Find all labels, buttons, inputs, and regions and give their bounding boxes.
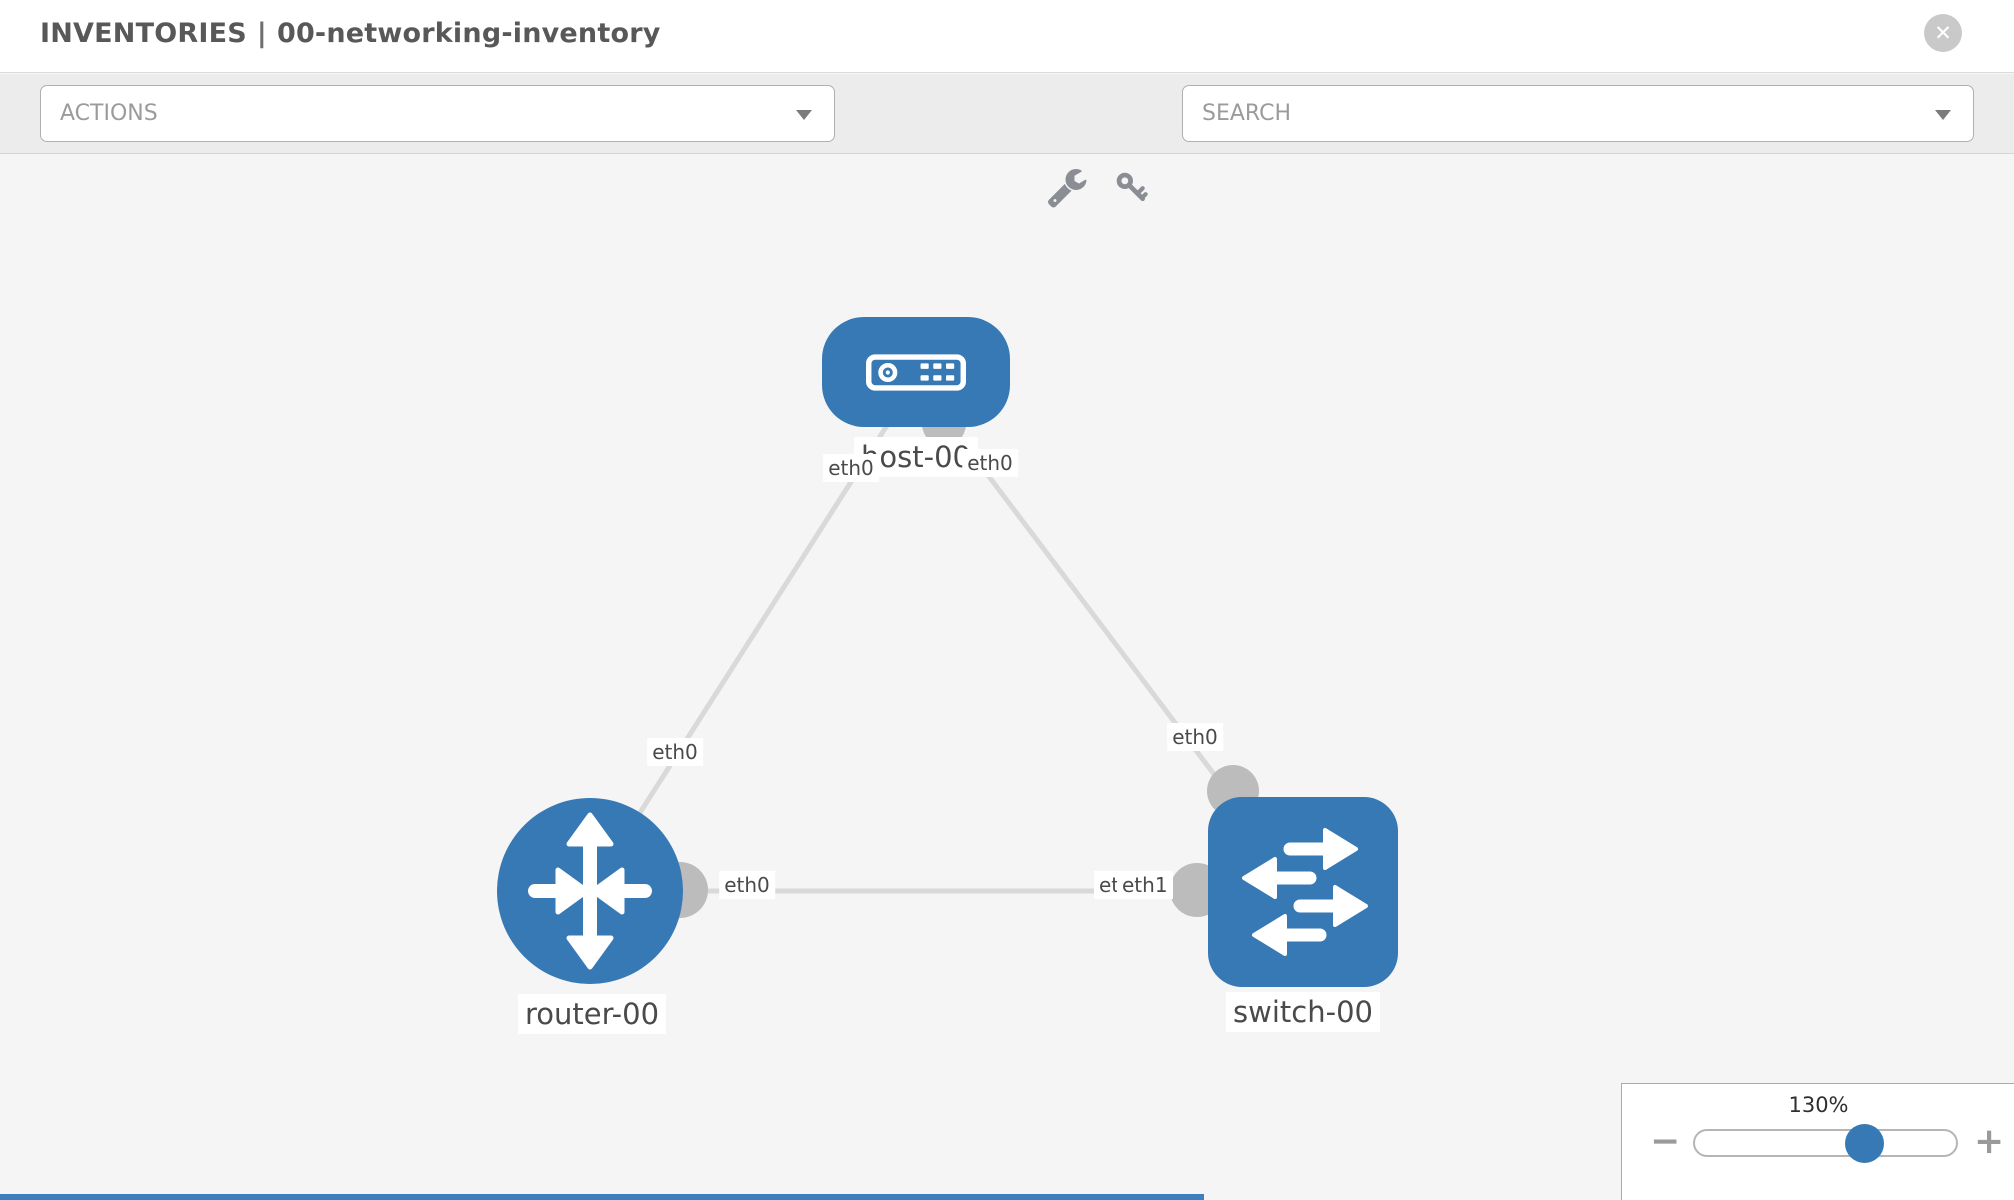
server-icon: [866, 353, 966, 391]
zoom-level-value: 130%: [1788, 1093, 1849, 1117]
wrench-icon[interactable]: [1046, 166, 1088, 208]
search-dropdown-label: SEARCH: [1202, 101, 1292, 126]
zoom-in-button[interactable]: +: [1974, 1121, 2005, 1162]
zoom-control-panel: 130% − +: [1621, 1083, 2014, 1200]
chevron-down-icon: [1935, 110, 1951, 120]
zoom-slider-track[interactable]: [1693, 1129, 1958, 1157]
topology-links-layer: [587, 378, 1305, 918]
bottom-edge-accent-bar: [0, 1194, 1204, 1200]
node-label-router: router-00: [517, 994, 667, 1034]
key-icon[interactable]: [1112, 168, 1154, 210]
page-title: INVENTORIES | 00-networking-inventory: [40, 18, 661, 49]
inventory-name: 00-networking-inventory: [276, 18, 661, 49]
header-bar: INVENTORIES | 00-networking-inventory ✕: [0, 0, 2014, 73]
switch-arrows-icon: [1242, 828, 1368, 956]
interface-label-host-right: eth0: [962, 449, 1018, 477]
interface-label-switch-to-host: eth0: [1167, 723, 1223, 751]
node-host-00[interactable]: [822, 317, 1010, 427]
search-dropdown[interactable]: SEARCH: [1182, 85, 1974, 142]
interface-label-switch-to-router: eth1: [1117, 871, 1173, 899]
page-title-separator: |: [256, 18, 267, 49]
interface-label-router-to-switch: eth0: [719, 871, 775, 899]
actions-dropdown[interactable]: ACTIONS: [40, 85, 835, 142]
toolbar: ACTIONS SEARCH: [0, 74, 2014, 208]
interface-label-host-left: eth0: [823, 454, 879, 482]
topology-canvas[interactable]: host-00 router-00 switch-00 eth0 eth0 et…: [0, 155, 2014, 1200]
actions-dropdown-label: ACTIONS: [60, 101, 158, 126]
page-title-section: INVENTORIES: [40, 18, 247, 49]
zoom-slider-thumb[interactable]: [1845, 1124, 1884, 1163]
chevron-down-icon: [796, 110, 812, 120]
router-arrows-icon: [528, 812, 652, 970]
close-icon[interactable]: ✕: [1924, 14, 1962, 52]
node-router-00[interactable]: [497, 798, 683, 984]
zoom-out-button[interactable]: −: [1650, 1121, 1681, 1162]
interface-label-router-to-host: eth0: [647, 738, 703, 766]
node-label-switch: switch-00: [1226, 992, 1380, 1032]
node-switch-00[interactable]: [1208, 797, 1398, 987]
